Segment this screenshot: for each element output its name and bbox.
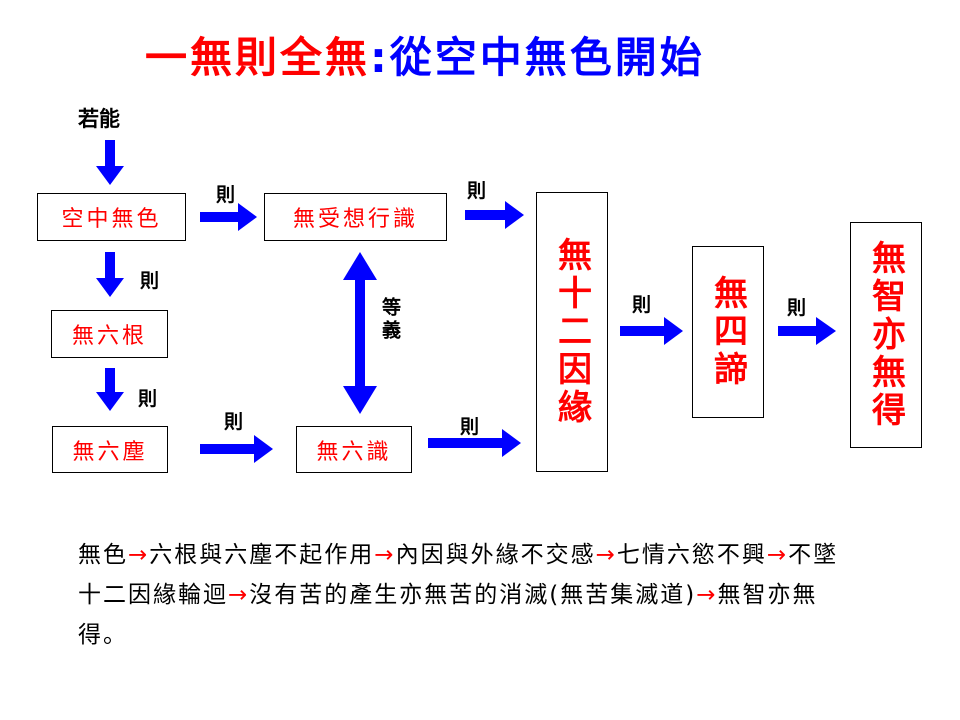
summary-seg-1: 無色 (78, 542, 128, 568)
arrow-double-vertical (343, 252, 377, 414)
then-label-1: 則 (216, 184, 236, 206)
title-blue-part: :從空中無色開始 (370, 33, 705, 82)
summary-seg-4: 七情六慾不興 (616, 542, 767, 568)
equivalent-label: 等義 (379, 297, 401, 343)
then-label-3: 則 (140, 270, 160, 292)
box-wu-shou-xiang-xing-shi: 無受想行識 (264, 193, 447, 241)
then-label-6: 則 (460, 416, 480, 438)
box-wu-si-di: 無四諦 (692, 246, 764, 418)
summary-arrow-5: → (228, 582, 250, 608)
summary-seg-3: 內因與外緣不交感 (395, 542, 596, 568)
arrow-right-3 (200, 435, 273, 463)
start-label: 若能 (78, 107, 120, 131)
arrow-down-start (96, 140, 124, 185)
summary-text: 無色→六根與六塵不起作用→內因與外緣不交感→七情六慾不興→不墜十二因緣輪迴→沒有… (78, 535, 858, 655)
then-label-8: 則 (787, 297, 807, 319)
arrow-right-6 (778, 317, 836, 345)
arrow-right-1 (200, 203, 257, 231)
then-label-5: 則 (224, 411, 244, 433)
arrow-right-4 (428, 429, 521, 457)
summary-arrow-2: → (374, 542, 396, 568)
summary-seg-7: 無智亦無得。 (78, 582, 818, 648)
summary-seg-5: 不墜十二因緣輪迴 (78, 542, 839, 608)
summary-arrow-6: → (696, 582, 718, 608)
arrow-right-5 (620, 317, 683, 345)
box-wu-liu-shi: 無六識 (296, 426, 412, 473)
then-label-7: 則 (632, 294, 652, 316)
then-label-2: 則 (467, 180, 487, 202)
then-label-4: 則 (138, 388, 158, 410)
box-wu-liu-gen: 無六根 (51, 310, 168, 358)
arrow-down-1 (96, 252, 124, 297)
summary-seg-2: 六根與六塵不起作用 (149, 542, 375, 568)
summary-arrow-3: → (595, 542, 617, 568)
summary-seg-6: 沒有苦的產生亦無苦的消滅(無苦集滅道) (249, 582, 697, 608)
summary-arrow-4: → (766, 542, 789, 568)
box-wu-shi-er-yin-yuan: 無十二因緣 (536, 192, 608, 472)
arrow-down-2 (96, 368, 124, 411)
box-wu-zhi-yi-wu-de: 無智亦無得 (850, 222, 922, 448)
arrow-right-2 (465, 201, 524, 229)
title-red-part: 一無則全無 (145, 33, 371, 82)
page-title: 一無則全無:從空中無色開始 (145, 28, 705, 88)
box-kong-zhong-wu-se: 空中無色 (37, 193, 186, 241)
box-wu-liu-chen: 無六塵 (52, 426, 168, 473)
summary-arrow-1: → (128, 542, 150, 568)
